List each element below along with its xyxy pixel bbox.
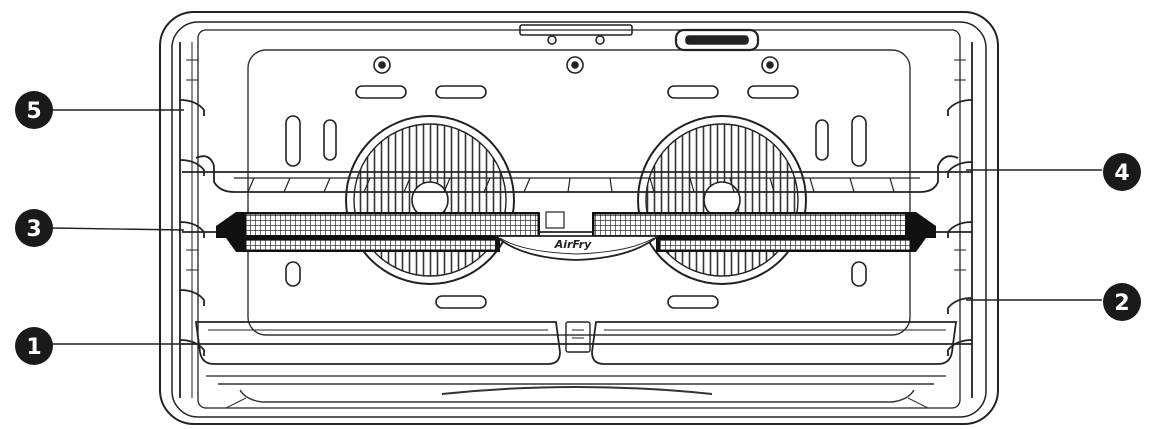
top-lamp [519,24,760,52]
callout-label-5: 5 [26,99,41,124]
vent-slots-side [285,115,867,287]
callout-badge-3: 3 [15,209,53,247]
vent-slots-bottom [435,295,719,309]
air-fry-basket: AirFry [182,211,972,261]
callout-badge-5: 5 [15,91,53,129]
brand-label: AirFry [554,238,592,251]
callout-leaders [51,109,1102,345]
wire-rack [182,155,972,193]
callout-badge-1: 1 [15,327,53,365]
callout-badge-4: 4 [1103,153,1141,191]
vent-slots-top [355,85,799,99]
bottom-tray [182,321,972,377]
side-runners-left [179,42,205,398]
convection-fan-right [637,115,807,285]
callout-label-2: 2 [1114,291,1129,316]
side-runners-right [947,42,973,398]
callout-label-3: 3 [26,217,41,242]
panel-screws [373,56,779,74]
oven-floor [218,383,934,409]
callout-label-4: 4 [1114,161,1129,186]
callout-badge-2: 2 [1103,283,1141,321]
callout-label-1: 1 [26,335,41,360]
convection-fan-left [345,115,515,285]
